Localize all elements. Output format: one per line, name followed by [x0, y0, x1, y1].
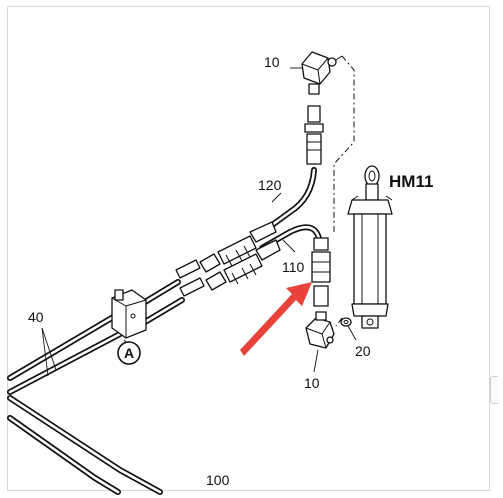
- label-frame: 100: [206, 472, 230, 488]
- washer: [340, 317, 352, 327]
- top-fitting: [301, 51, 343, 165]
- highlight-arrow: [240, 282, 312, 356]
- label-washer: 20: [355, 343, 371, 359]
- callout-a: A: [117, 341, 141, 365]
- label-hose-120: 120: [258, 177, 282, 193]
- bottom-fitting: [305, 237, 335, 349]
- hose-40: [7, 313, 123, 395]
- label-hose-40: 40: [28, 309, 44, 325]
- assembly-line: [333, 55, 355, 327]
- frame-structure: [7, 395, 163, 495]
- hydraulic-cylinder: [347, 165, 393, 329]
- leader-lines: [41, 67, 357, 377]
- adapter-fittings: [175, 221, 281, 297]
- callout-a-letter: A: [124, 345, 134, 361]
- hose-120: [265, 167, 317, 231]
- scroll-handle[interactable]: [490, 376, 498, 404]
- label-bottom-fitting: 10: [304, 375, 320, 391]
- model-label: HM11: [389, 172, 433, 191]
- label-top-fitting: 10: [264, 54, 280, 70]
- valve-block: [111, 289, 147, 339]
- label-hose-110: 110: [282, 259, 305, 275]
